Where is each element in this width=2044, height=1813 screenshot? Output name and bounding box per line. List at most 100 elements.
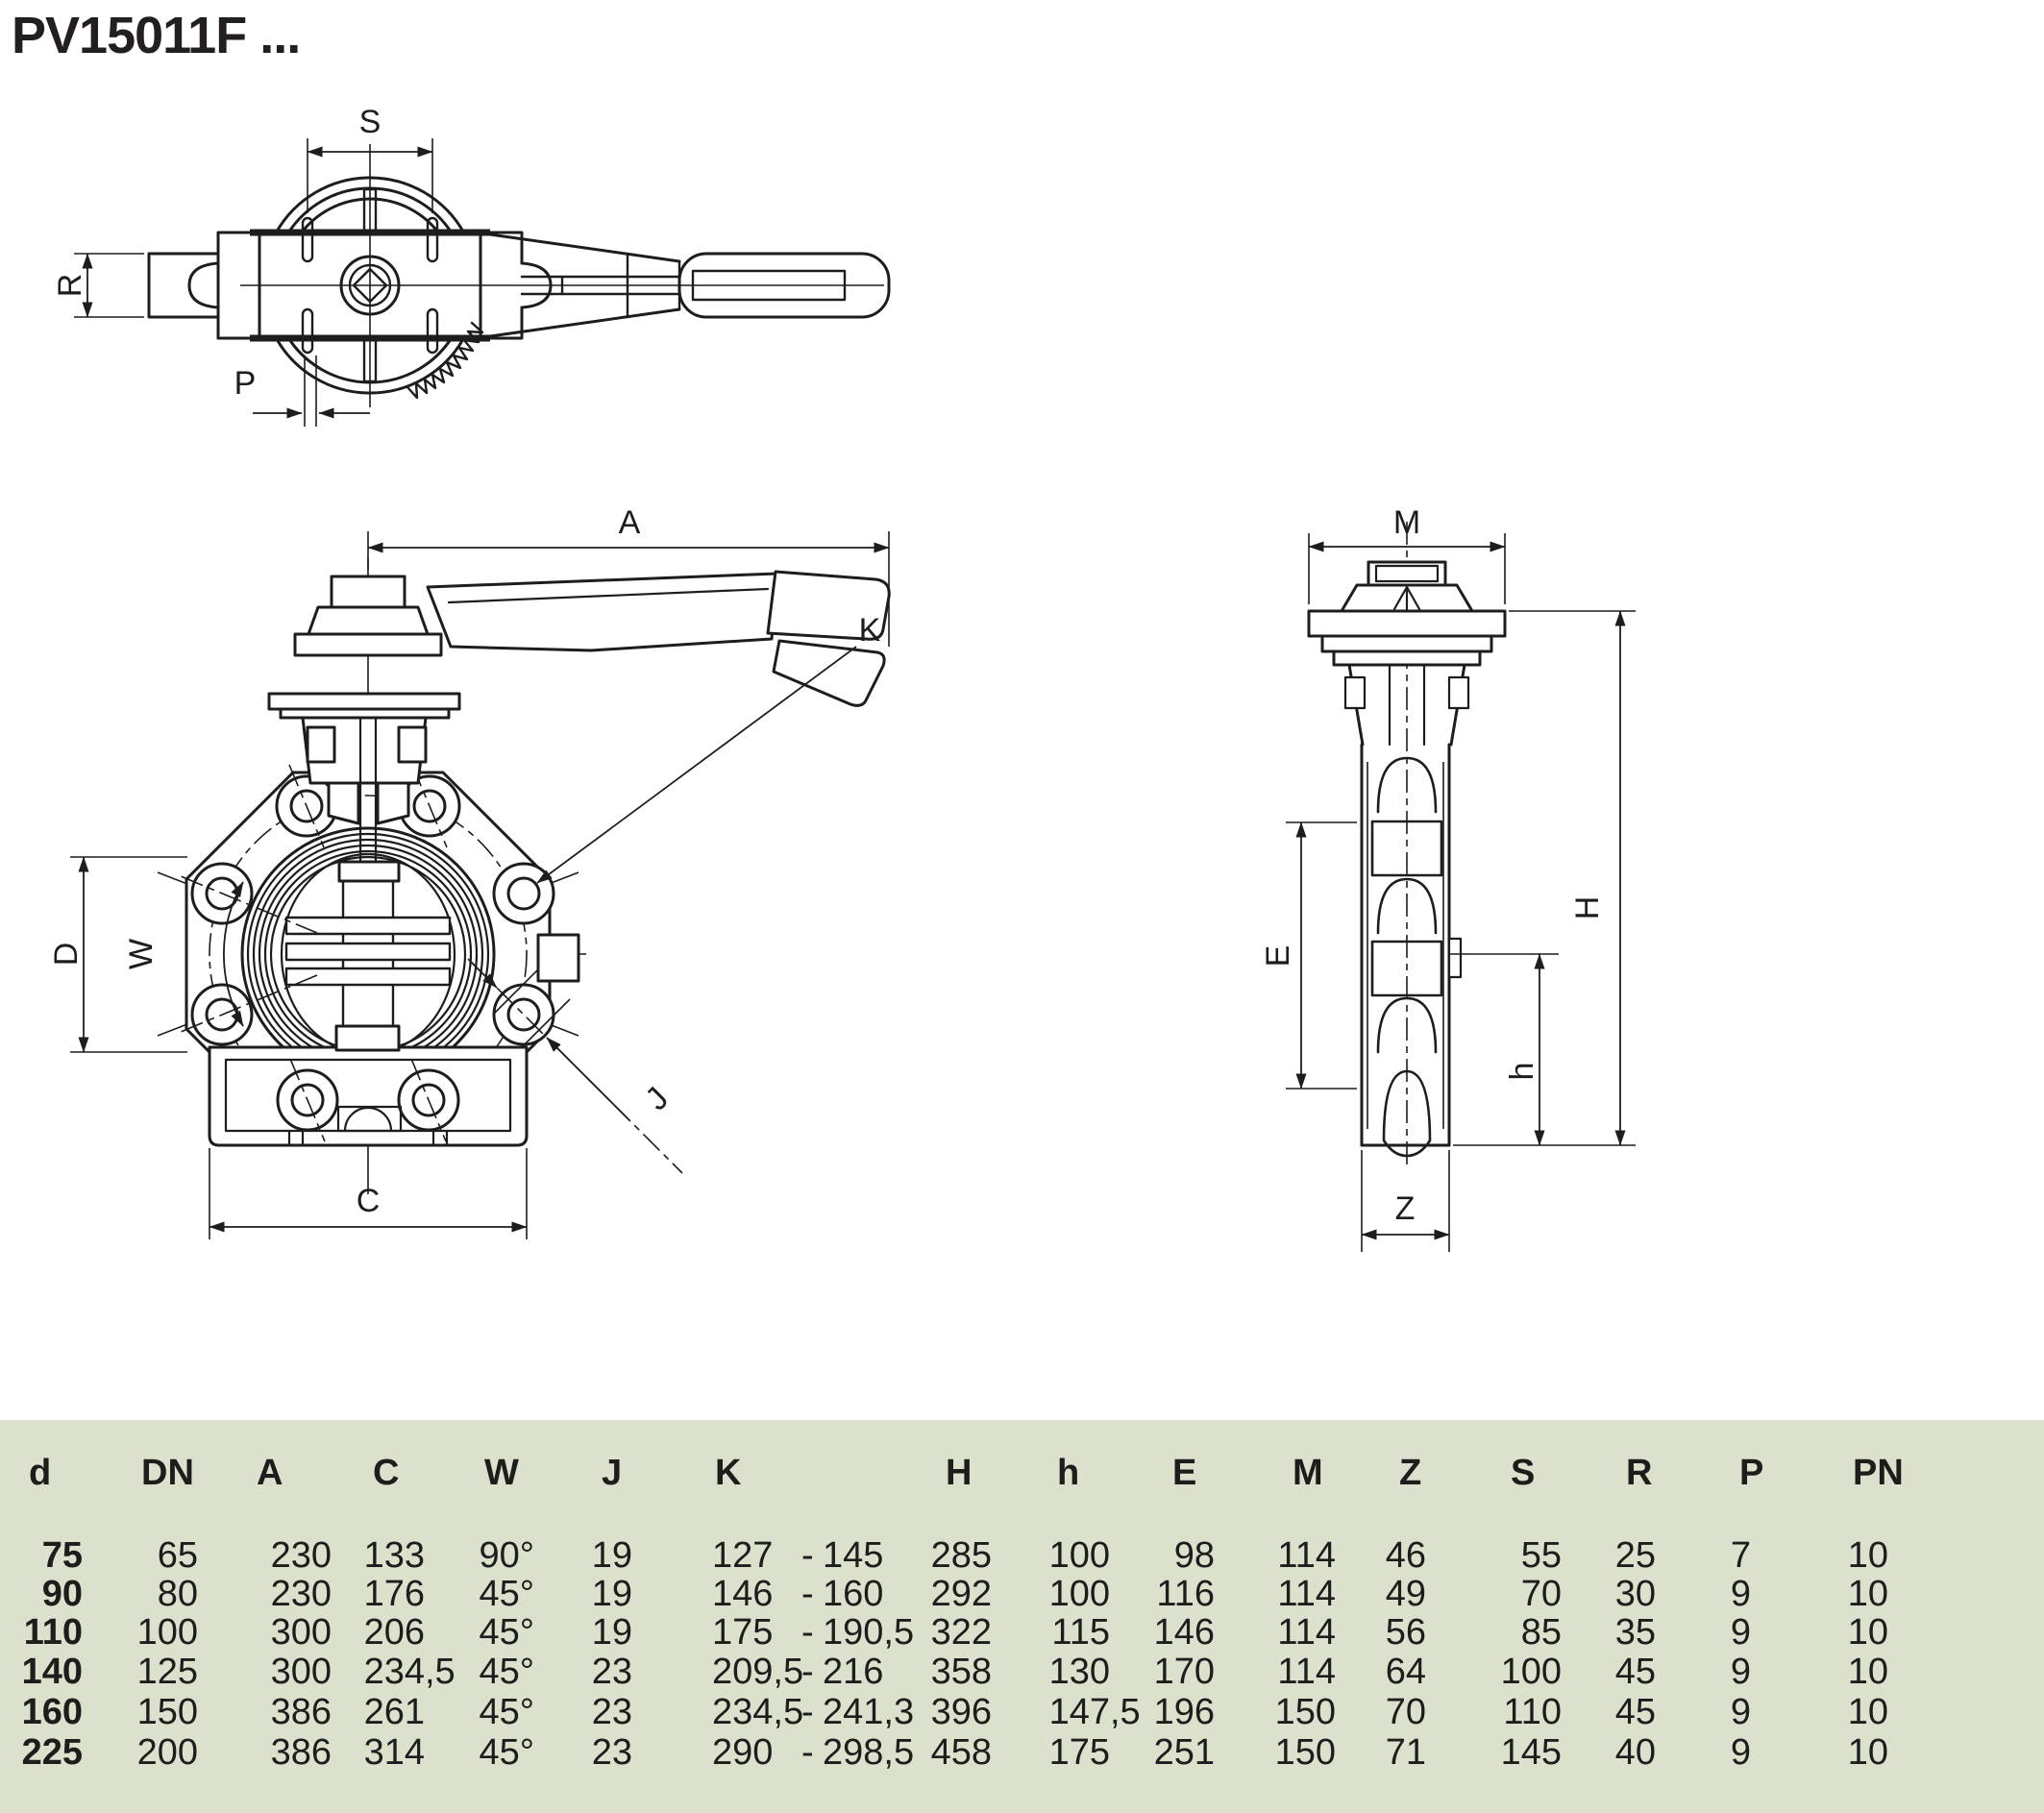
- table-cell: 116: [1156, 1574, 1215, 1614]
- table-cell: 9: [1730, 1732, 1751, 1773]
- cap-top: [330, 575, 406, 609]
- table-cell: 170: [1153, 1652, 1215, 1692]
- column-header-W: W: [484, 1453, 519, 1493]
- table-cell: 292: [930, 1574, 992, 1614]
- table-cell: 25: [1614, 1535, 1656, 1576]
- row-header-d: 140: [21, 1652, 83, 1692]
- table-cell: 90°: [479, 1535, 534, 1576]
- stem-spool: [1376, 756, 1438, 814]
- lever-arm: [426, 572, 779, 652]
- ratchet-teeth: [406, 321, 484, 400]
- k-min-value: 127: [712, 1535, 774, 1576]
- table-cell: 70: [1385, 1692, 1426, 1732]
- table-cell: 45°: [479, 1692, 534, 1732]
- table-cell: 10: [1847, 1574, 1888, 1614]
- shaft-circle: [339, 255, 401, 316]
- table-cell: 45: [1614, 1652, 1656, 1692]
- column-header-DN: DN: [141, 1453, 194, 1493]
- dim-label-s: S: [359, 104, 382, 140]
- dim-label-h-total: H: [1569, 896, 1606, 920]
- table-cell: 19: [591, 1574, 632, 1614]
- table-cell: 300: [270, 1612, 332, 1653]
- table-cell: 45°: [479, 1652, 534, 1692]
- k-max-value: 241,3: [823, 1692, 915, 1732]
- side-lug: [536, 933, 580, 983]
- side-lug: [1447, 937, 1463, 979]
- dim-label-c: C: [357, 1183, 381, 1219]
- k-separator: -: [801, 1732, 814, 1773]
- column-header-K: K: [715, 1453, 742, 1493]
- k-max-value: 190,5: [823, 1612, 915, 1653]
- table-cell: 70: [1520, 1574, 1562, 1614]
- table-cell: 176: [363, 1574, 425, 1614]
- table-cell: 45°: [479, 1574, 534, 1614]
- k-min-value: 209,5: [712, 1652, 804, 1692]
- dim-label-w: W: [123, 939, 160, 969]
- row-header-d: 225: [21, 1732, 83, 1773]
- column-header-h: h: [1057, 1453, 1080, 1493]
- table-cell: 100: [1500, 1652, 1562, 1692]
- table-cell: 19: [591, 1535, 632, 1576]
- table-cell: ,5: [425, 1652, 456, 1692]
- table-cell: 150: [1274, 1692, 1336, 1732]
- dim-label-m: M: [1393, 504, 1420, 541]
- table-cell: 110: [1503, 1692, 1562, 1732]
- table-cell: 230: [270, 1574, 332, 1614]
- dim-label-k: K: [859, 612, 881, 649]
- table-cell: 322: [930, 1612, 992, 1653]
- table-cell: 55: [1520, 1535, 1562, 1576]
- table-cell: 100: [136, 1612, 198, 1653]
- table-cell: 7: [1730, 1535, 1751, 1576]
- dim-arc-w: [223, 881, 244, 1027]
- table-cell: 46: [1385, 1535, 1426, 1576]
- table-cell: ,5: [1110, 1692, 1141, 1732]
- handle-grip: [677, 252, 891, 319]
- table-cell: 9: [1730, 1612, 1751, 1653]
- disc-hub-top: [337, 860, 401, 883]
- table-cell: 10: [1847, 1652, 1888, 1692]
- table-cell: 9: [1730, 1574, 1751, 1614]
- table-cell: 230: [270, 1535, 332, 1576]
- table-cell: 125: [136, 1652, 198, 1692]
- dim-label-j: J: [638, 1080, 676, 1117]
- table-cell: 23: [591, 1652, 632, 1692]
- k-max-value: 298,5: [823, 1732, 915, 1773]
- leader-k: [536, 646, 857, 884]
- k-min-value: 234,5: [712, 1692, 804, 1732]
- table-cell: 64: [1385, 1652, 1426, 1692]
- k-separator: -: [801, 1574, 814, 1614]
- k-max-value: 216: [823, 1652, 884, 1692]
- indicator-mark: [1392, 585, 1421, 611]
- lever-grip-lower: [772, 639, 886, 707]
- cap-collar: [293, 632, 443, 657]
- table-cell: 19: [591, 1612, 632, 1653]
- table-cell: 115: [1051, 1612, 1110, 1653]
- top-view-drawing: S R P: [52, 104, 891, 427]
- table-cell: 285: [930, 1535, 992, 1576]
- row-header-d: 160: [21, 1692, 83, 1732]
- dim-label-r: R: [52, 274, 88, 298]
- table-cell: 300: [270, 1652, 332, 1692]
- column-header-d: d: [29, 1453, 52, 1493]
- k-separator: -: [801, 1692, 814, 1732]
- table-cell: 196: [1153, 1692, 1215, 1732]
- table-cell: 45°: [479, 1612, 534, 1653]
- table-cell: 10: [1847, 1612, 1888, 1653]
- row-header-d: 75: [41, 1535, 83, 1576]
- table-cell: 80: [157, 1574, 198, 1614]
- k-max-value: 160: [823, 1574, 884, 1614]
- table-cell: 114: [1277, 1612, 1336, 1653]
- column-header-E: E: [1172, 1453, 1197, 1493]
- cap-flange: [267, 692, 461, 711]
- lever-grip: [766, 570, 891, 641]
- table-cell: 10: [1847, 1535, 1888, 1576]
- table-cell: 35: [1614, 1612, 1656, 1653]
- table-cell: 45: [1614, 1692, 1656, 1732]
